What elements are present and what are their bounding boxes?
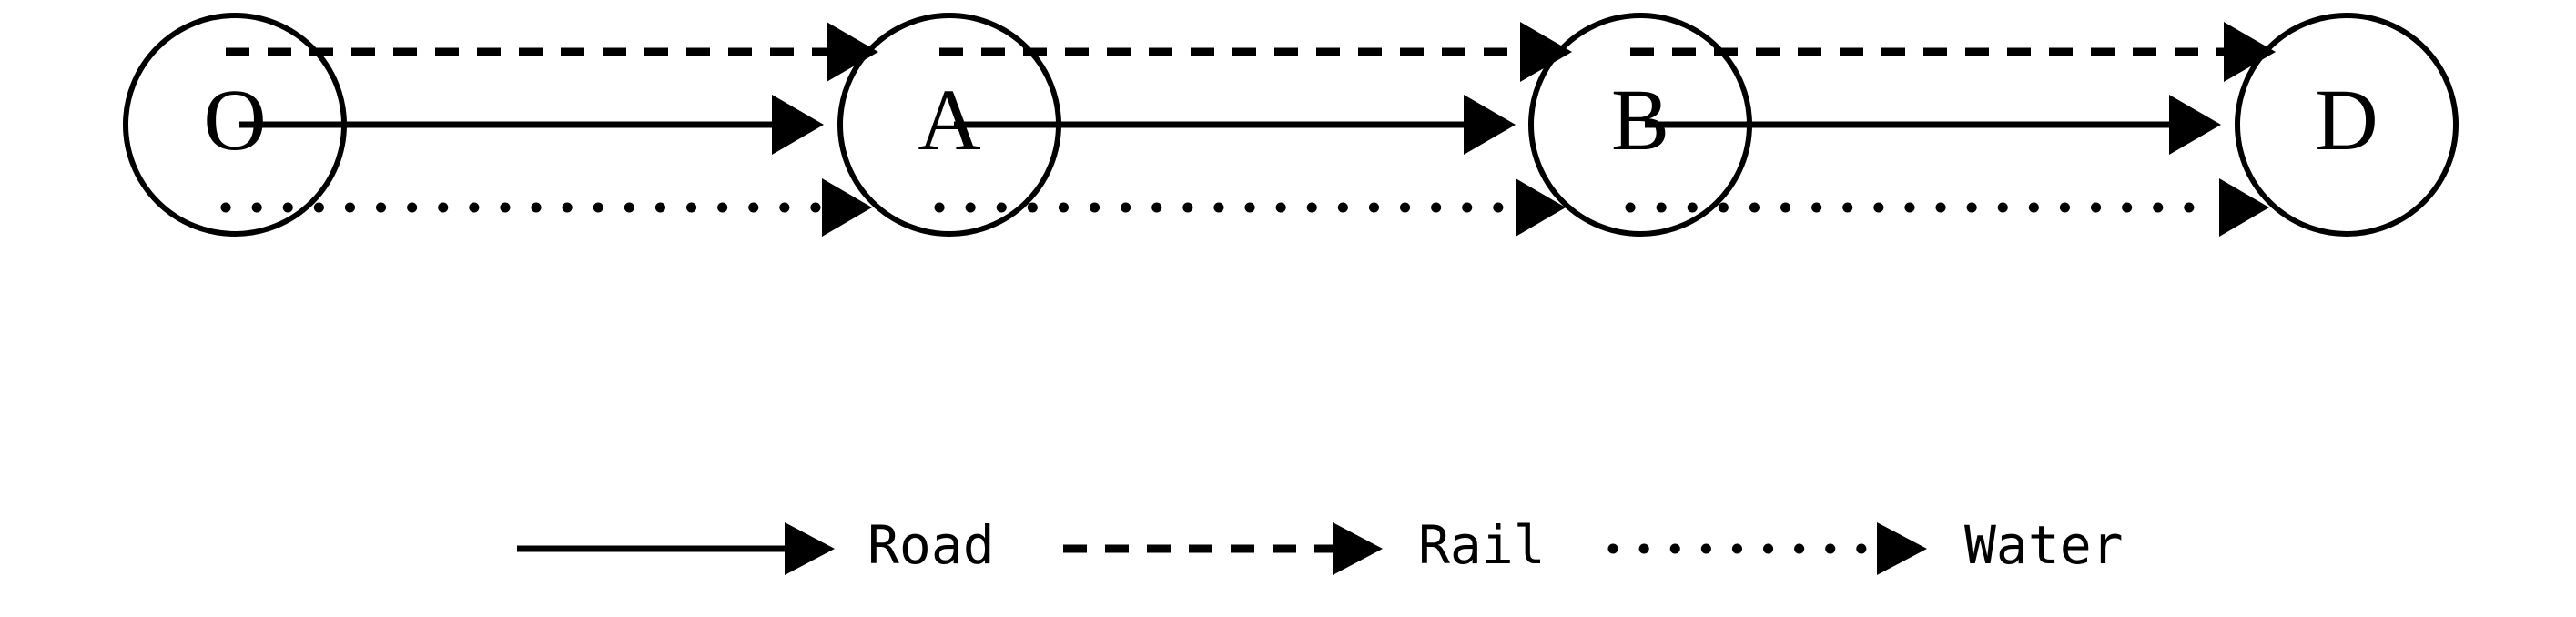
legend-item-water[interactable]: Water (1607, 514, 2124, 576)
node-B[interactable]: B (1528, 13, 1752, 237)
edge-rail-A-B[interactable] (939, 22, 1572, 82)
nodes-layer: O A B D (123, 13, 2459, 237)
edge-rail-B-D[interactable] (1630, 22, 2276, 82)
edge-water-B-D[interactable] (1625, 178, 2269, 237)
legend: Road Rail Water (517, 514, 2124, 576)
node-circle (837, 13, 1061, 237)
edge-water-O-A[interactable] (220, 178, 872, 237)
arrow-head-water (1516, 178, 1566, 237)
legend-item-road[interactable]: Road (517, 514, 995, 576)
legend-arrow-head-rail (1333, 522, 1383, 575)
node-A[interactable]: A (837, 13, 1061, 237)
edge-road-B-D[interactable] (1645, 95, 2221, 155)
arrow-head-rail (2224, 22, 2276, 82)
legend-arrow-head-road (785, 522, 835, 575)
arrow-head-road (2169, 95, 2221, 155)
edges-layer (220, 22, 2276, 237)
node-label: B (1611, 71, 1669, 168)
arrow-head-rail (827, 22, 878, 82)
edge-road-A-B[interactable] (954, 95, 1516, 155)
arrow-head-water (2219, 178, 2269, 237)
edge-rail-O-A[interactable] (226, 22, 878, 82)
legend-label-water: Water (1964, 514, 2124, 576)
legend-label-road: Road (867, 514, 995, 576)
node-circle (123, 13, 347, 237)
arrow-head-road (772, 95, 824, 155)
node-D[interactable]: D (2235, 13, 2459, 237)
node-O[interactable]: O (123, 13, 347, 237)
node-circle (2235, 13, 2459, 237)
legend-label-rail: Rail (1418, 514, 1546, 576)
node-circle (1528, 13, 1752, 237)
legend-arrow-head-water (1877, 522, 1927, 575)
arrow-head-rail (1520, 22, 1572, 82)
node-label: A (918, 71, 980, 168)
node-label: O (203, 71, 266, 168)
edge-water-A-B[interactable] (934, 178, 1566, 237)
arrow-head-water (822, 178, 872, 237)
legend-item-rail[interactable]: Rail (1063, 514, 1546, 576)
edge-road-O-A[interactable] (239, 95, 824, 155)
arrow-head-road (1464, 95, 1516, 155)
node-label: D (2315, 71, 2378, 168)
